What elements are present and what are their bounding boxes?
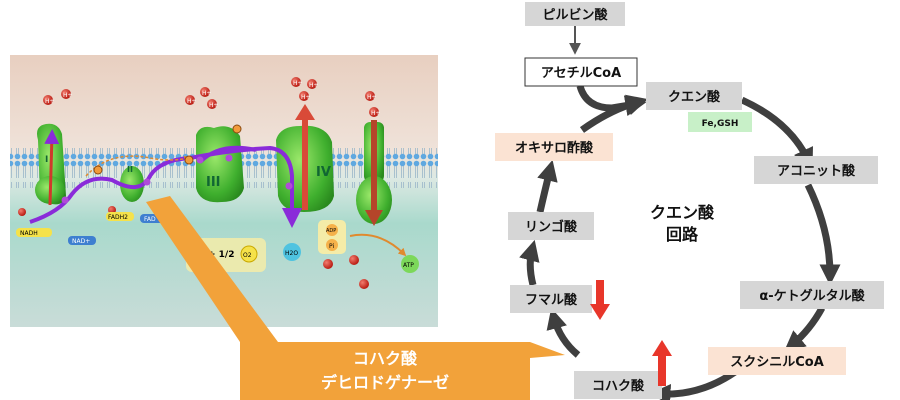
nadh-label: NADH	[20, 230, 38, 237]
node-succinate-label: コハク酸	[592, 378, 645, 394]
cycle-center-line2: 回路	[666, 225, 699, 244]
svg-text:H+: H+	[309, 82, 319, 89]
node-oxaloacetate-label: オキサロ酢酸	[515, 140, 594, 156]
o2-label: O2	[243, 252, 252, 259]
atp-synthase	[356, 120, 392, 226]
svg-text:H+: H+	[45, 98, 55, 105]
up-arrow-indicator	[652, 340, 672, 386]
svg-text:H+: H+	[63, 92, 73, 99]
cofactor-box	[688, 112, 752, 132]
complex-ii: II	[120, 165, 144, 202]
atp-label: ATP	[403, 262, 414, 269]
svg-text:H+: H+	[301, 94, 311, 101]
fadh2-label: FADH2	[108, 214, 128, 221]
electron-transport-chain-illustration: I II III IV	[10, 55, 438, 327]
cycle-center-line1: クエン酸	[650, 203, 715, 222]
down-arrow-indicator	[590, 280, 610, 320]
proton-channel-arrow	[302, 118, 308, 210]
complex-iii: III	[196, 126, 244, 203]
cofactor-label: Fe,GSH	[702, 119, 739, 129]
node-citrate	[646, 82, 742, 110]
acetyl-coa-label: アセチルCoA	[541, 66, 621, 81]
pyruvate-box	[525, 2, 625, 26]
callout-line2: デヒロドゲナーゼ	[321, 373, 449, 392]
proton-pump-arrow	[44, 129, 60, 206]
node-succinate	[574, 371, 662, 399]
fad-label: FAD	[144, 216, 156, 223]
pi-label: Pi	[329, 243, 334, 250]
callout-box	[240, 342, 530, 400]
svg-text:H+: H+	[367, 94, 377, 101]
complex-iv-label: IV	[316, 165, 331, 180]
node-oxaloacetate	[495, 133, 613, 161]
svg-text:H+: H+	[202, 90, 212, 97]
complex-iii-label: III	[206, 175, 221, 190]
nad-label: NAD+	[72, 238, 90, 245]
node-malate-label: リンゴ酸	[525, 219, 578, 235]
callout-pointer	[146, 196, 278, 342]
adp-label: ADP	[326, 228, 336, 234]
svg-text:H+: H+	[293, 80, 303, 87]
svg-text:H+: H+	[371, 110, 381, 117]
complex-i: I	[35, 123, 66, 206]
callout-line1: コハク酸	[353, 349, 418, 368]
pyruvate-label: ピルビン酸	[542, 7, 608, 23]
half-oxygen-label: + 1/2	[208, 250, 235, 260]
svg-text:H+: H+	[187, 98, 197, 105]
svg-text:H+: H+	[209, 102, 219, 109]
node-malate	[508, 212, 594, 240]
node-succinyl-coa	[708, 347, 846, 375]
complex-i-label: I	[45, 155, 48, 165]
node-aconitate	[754, 156, 878, 184]
h2o-label: H2O	[285, 250, 298, 257]
node-fumarate-label: フマル酸	[525, 292, 578, 308]
node-succinyl-coa-label: スクシニルCoA	[730, 355, 824, 370]
node-alpha-ketoglutarate-label: α-ケトグルタル酸	[759, 288, 865, 304]
node-alpha-ketoglutarate	[740, 281, 884, 309]
node-fumarate	[510, 285, 592, 313]
node-citrate-label: クエン酸	[668, 89, 721, 105]
citric-acid-cycle: ピルビン酸 アセチルCoA クエン酸 Fe,GSH アコニット酸 α-ケトグルタ…	[495, 2, 884, 400]
electron-flow-path	[29, 145, 302, 228]
callout-pointer-right	[530, 342, 565, 358]
complex-ii-label: II	[127, 165, 133, 174]
acetyl-coa-box	[524, 57, 638, 87]
succinate-dehydrogenase-callout: コハク酸 デヒロドゲナーゼ	[146, 196, 565, 400]
node-aconitate-label: アコニット酸	[777, 163, 856, 179]
